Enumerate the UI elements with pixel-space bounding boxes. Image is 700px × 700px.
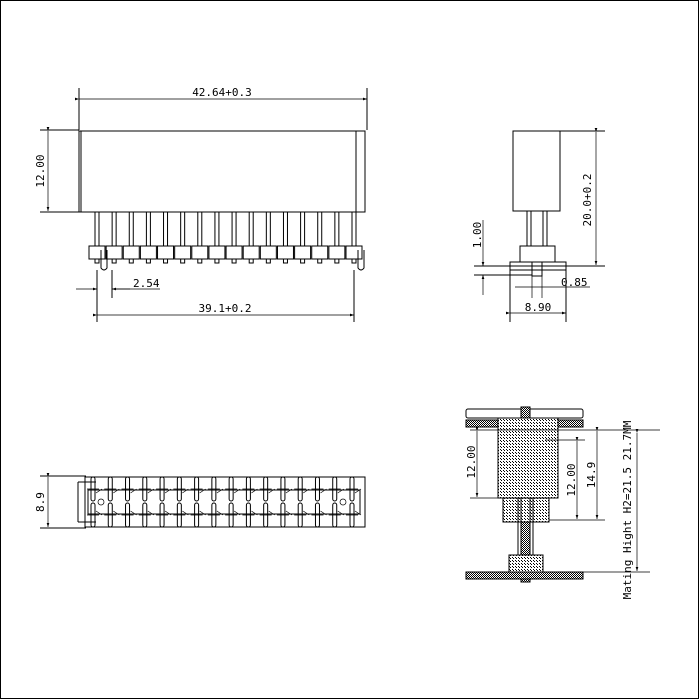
pin-pad [190, 476, 206, 502]
header-base [508, 554, 544, 573]
bottom-view: 8.9 [34, 472, 366, 529]
side-view: 20.0+0.2 1.00 0.85 8.90 [471, 127, 605, 322]
pin-pad [259, 476, 275, 502]
total-height-label: 20.0+0.2 [581, 174, 594, 227]
pin-pad [190, 502, 206, 528]
front-pins [88, 212, 365, 271]
pin [294, 212, 312, 264]
pin [105, 212, 123, 264]
pin-pad [346, 502, 362, 528]
side-body [512, 130, 561, 212]
bottom-pins [87, 476, 362, 528]
pin-pad [294, 502, 310, 528]
pin-pad [328, 502, 344, 528]
pin-pad [225, 502, 241, 528]
pin-pad [328, 476, 344, 502]
pin-pad [104, 502, 120, 528]
pin-pad [242, 476, 258, 502]
pin [328, 212, 346, 264]
pin-span-label: 39.1+0.2 [199, 302, 252, 315]
socket-height-label: 14.9 [585, 462, 598, 489]
base-width-label: 8.90 [525, 301, 552, 314]
pin [139, 212, 157, 264]
pin-pad [207, 476, 224, 502]
overall-width-label: 42.64+0.3 [192, 86, 252, 99]
bottom-width-label: 8.9 [34, 492, 47, 512]
pin-pad [294, 476, 310, 502]
pin-offset-label: 0.85 [561, 276, 588, 289]
pin [191, 212, 209, 264]
pin [174, 212, 192, 264]
pin-pad [173, 476, 189, 502]
pin-pad [173, 502, 189, 528]
pitch-label: 2.54 [133, 277, 160, 290]
pin-pad [87, 502, 103, 528]
pin-pad [156, 476, 172, 502]
pin-pad [104, 476, 120, 502]
pin-pad [311, 476, 327, 502]
pin-pad [138, 502, 154, 528]
mating-height-label: Mating Hight H2=21.5 21.7MM [621, 420, 634, 599]
pin-pad [311, 502, 327, 528]
pin [225, 212, 243, 264]
pin-pad [121, 502, 137, 528]
pin [345, 212, 365, 271]
pin [276, 212, 294, 264]
front-view: 42.64+0.3 12.00 2.54 39.1+0.2 [34, 86, 368, 322]
socket-body [497, 417, 559, 499]
pin-pad [87, 476, 103, 502]
pin-pad [156, 502, 172, 528]
pin [157, 212, 175, 264]
pin-pad [346, 476, 362, 502]
pin-pad [225, 476, 241, 502]
pin-pad [276, 502, 293, 528]
pin [88, 212, 108, 271]
pin-pad [242, 502, 258, 528]
bottom-board [465, 571, 584, 580]
pin-pad [207, 502, 224, 528]
pin [208, 212, 226, 264]
pin [311, 212, 329, 264]
pin [122, 212, 140, 264]
socket-depth-label: 12.00 [465, 445, 478, 478]
insertion-depth-label: 12.00 [565, 463, 578, 496]
pin-pad [276, 476, 293, 502]
connector-body [78, 130, 366, 213]
body-height-label: 12.00 [34, 154, 47, 187]
section-view: 12.00 12.00 14.9 Mating Hight H2=21.5 21… [465, 406, 660, 599]
pin-pad [138, 476, 154, 502]
standoff-label: 1.00 [471, 222, 484, 249]
pin [259, 212, 277, 264]
pin [242, 212, 260, 264]
pin-pad [259, 502, 275, 528]
pin-pad [121, 476, 137, 502]
